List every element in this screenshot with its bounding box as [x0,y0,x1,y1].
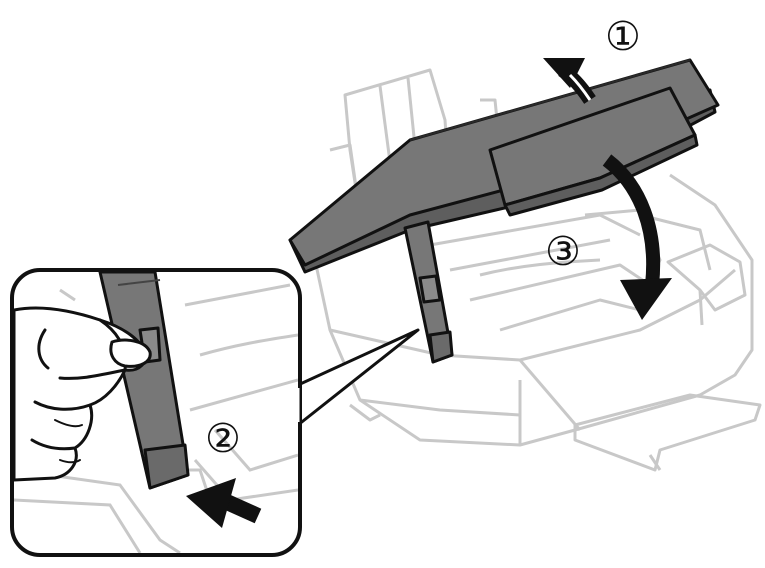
support-stand [403,220,454,364]
step-1-label: ① [605,14,641,60]
step-2-label: ② [205,416,241,462]
support-stand-detail [98,272,190,490]
output-tray [573,393,762,472]
push-arrow-icon [186,478,262,528]
scanner-unit [488,86,699,217]
step-3-label: ③ [545,229,581,275]
hand-icon [14,306,152,482]
curved-down-arrow-icon [602,154,672,320]
printer-body [313,68,762,472]
detail-inset-contents [14,272,298,553]
printer-chassis [313,173,754,447]
curved-up-arrow-icon [543,58,596,104]
